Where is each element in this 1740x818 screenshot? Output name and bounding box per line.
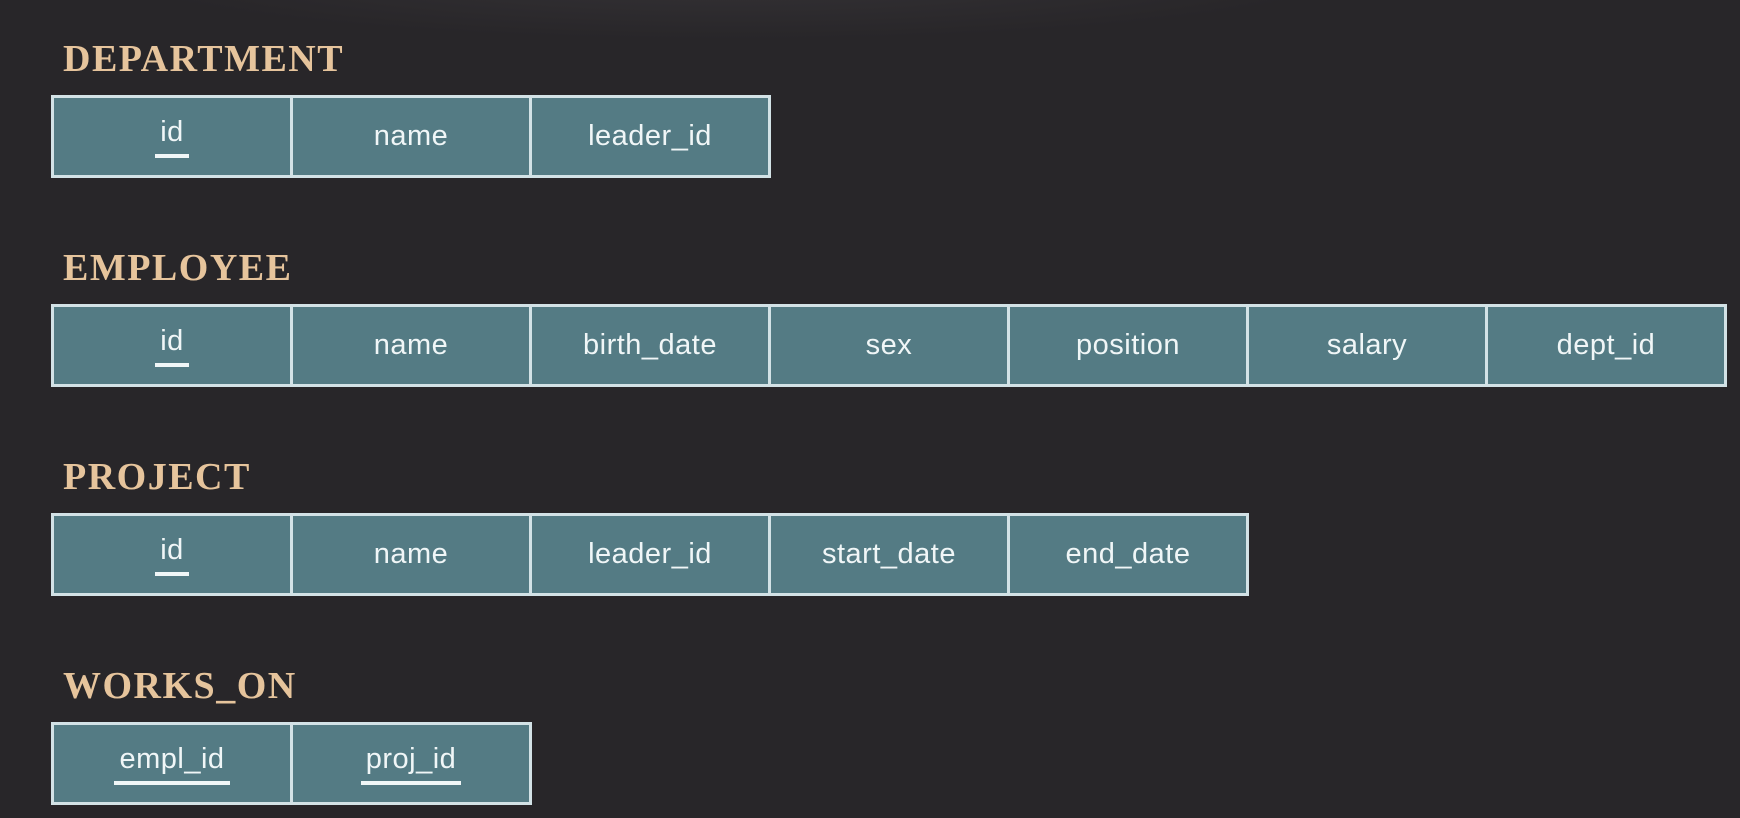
project-column-id: id: [54, 516, 290, 593]
project-column-name: name: [290, 516, 529, 593]
column-label: name: [373, 120, 449, 152]
column-label-primary-key: id: [155, 116, 189, 158]
column-label-primary-key: empl_id: [114, 743, 230, 785]
table-project: id name leader_id start_date end_date: [51, 513, 1249, 596]
employee-column-position: position: [1007, 307, 1246, 384]
employee-column-birth-date: birth_date: [529, 307, 768, 384]
works-on-column-empl-id: empl_id: [54, 725, 290, 802]
column-label: leader_id: [588, 538, 712, 570]
section-works-on: WORKS_ON empl_id proj_id: [51, 665, 1740, 805]
column-label: name: [373, 329, 449, 361]
table-title-works-on: WORKS_ON: [63, 665, 297, 707]
column-label: sex: [865, 329, 913, 361]
table-title-project: PROJECT: [63, 456, 251, 498]
column-label: birth_date: [583, 329, 717, 361]
column-label-primary-key: id: [155, 325, 189, 367]
table-title-employee: EMPLOYEE: [63, 247, 293, 289]
employee-column-salary: salary: [1246, 307, 1485, 384]
department-column-leader-id: leader_id: [529, 98, 768, 175]
section-department: DEPARTMENT id name leader_id: [51, 38, 1740, 178]
column-label: salary: [1326, 329, 1408, 361]
department-column-name: name: [290, 98, 529, 175]
project-column-leader-id: leader_id: [529, 516, 768, 593]
employee-column-id: id: [54, 307, 290, 384]
column-label: name: [373, 538, 449, 570]
table-title-department: DEPARTMENT: [63, 38, 345, 80]
employee-column-sex: sex: [768, 307, 1007, 384]
section-employee: EMPLOYEE id name birth_date sex position…: [51, 247, 1740, 387]
table-employee: id name birth_date sex position salary d…: [51, 304, 1727, 387]
column-label-primary-key: proj_id: [360, 743, 462, 785]
table-department: id name leader_id: [51, 95, 771, 178]
project-column-start-date: start_date: [768, 516, 1007, 593]
column-label: leader_id: [588, 120, 712, 152]
section-project: PROJECT id name leader_id start_date end…: [51, 456, 1740, 596]
employee-column-name: name: [290, 307, 529, 384]
column-label-primary-key: id: [155, 534, 189, 576]
project-column-end-date: end_date: [1007, 516, 1246, 593]
employee-column-dept-id: dept_id: [1485, 307, 1724, 384]
column-label: position: [1076, 329, 1180, 361]
table-works-on: empl_id proj_id: [51, 722, 532, 805]
department-column-id: id: [54, 98, 290, 175]
column-label: dept_id: [1556, 329, 1656, 361]
column-label: start_date: [822, 538, 956, 570]
column-label: end_date: [1065, 538, 1191, 570]
works-on-column-proj-id: proj_id: [290, 725, 529, 802]
